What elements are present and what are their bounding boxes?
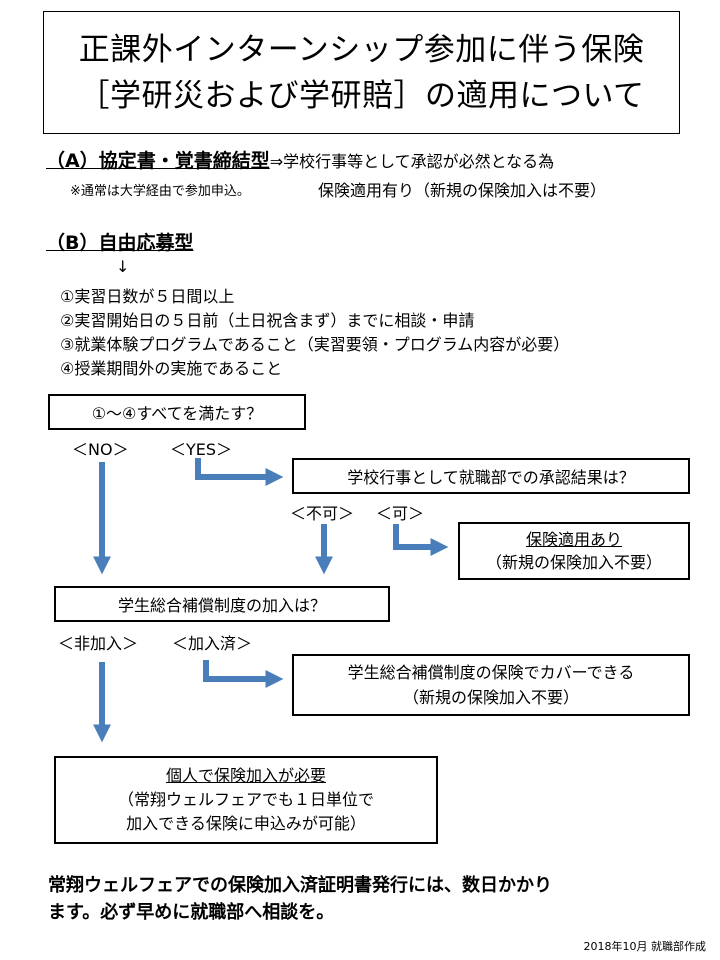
title-line-1: 正課外インターンシップ参加に伴う保険	[78, 31, 645, 68]
section-a-result: 保険適用有り（新規の保険加入は不要）	[318, 181, 607, 200]
label-yes: ＜YES＞	[170, 440, 233, 459]
result-1-sub: （新規の保険加入不要）	[485, 553, 662, 572]
result-3-line-3: 加入できる保険に申込みが可能）	[126, 814, 366, 833]
label-not-joined: ＜非加入＞	[58, 634, 139, 653]
credit-text: 2018年10月 就職部作成	[583, 940, 707, 953]
section-a-row: （A）協定書・覚書締結型⇒学校行事等として承認が必然となる為	[46, 146, 554, 173]
section-a-heading: （A）協定書・覚書締結型	[46, 150, 270, 172]
title-line-2: ［学研災および学研賠］の適用について	[78, 77, 645, 114]
label-joined: ＜加入済＞	[172, 634, 253, 653]
condition-3: ③就業体験プログラムであること（実習要領・プログラム内容が必要）	[60, 335, 570, 354]
label-approved: ＜可＞	[376, 504, 425, 523]
title-box: 正課外インターンシップ参加に伴う保険 ［学研災および学研賠］の適用について	[43, 11, 680, 134]
footer-line-2: ます。必ず早めに就職部へ相談を。	[48, 902, 335, 923]
arrow-yes-right	[195, 458, 284, 486]
question-box-2: 学校行事として就職部での承認結果は？	[292, 458, 690, 494]
question-3-text: 学生総合補償制度の加入は？	[117, 596, 326, 615]
label-no: ＜NO＞	[72, 440, 129, 459]
condition-1: ①実習日数が５日間以上	[60, 287, 235, 306]
section-a-desc: ⇒学校行事等として承認が必然となる為	[269, 152, 555, 171]
question-box-3: 学生総合補償制度の加入は？	[54, 586, 390, 622]
condition-2: ②実習開始日の５日前（土日祝含まず）までに相談・申請	[60, 311, 475, 330]
footer-line-1: 常翔ウェルフェアでの保険加入済証明書発行には、数日かかり	[48, 875, 552, 896]
question-box-1: ①～④すべてを満たす？	[48, 394, 306, 430]
result-box-insured: 保険適用あり （新規の保険加入不要）	[458, 522, 690, 580]
footer-note: 常翔ウェルフェアでの保険加入済証明書発行には、数日かかり ます。必ず早めに就職部…	[48, 872, 552, 926]
down-arrow-glyph: ↓	[116, 257, 130, 276]
section-a-note: ※通常は大学経由で参加申込。	[70, 184, 250, 199]
question-2-text: 学校行事として就職部での承認結果は？	[347, 468, 635, 487]
result-3-title: 個人で保険加入が必要	[165, 766, 326, 785]
label-not-approved: ＜不可＞	[290, 504, 355, 523]
result-2-line-2: （新規の保険加入不要）	[402, 688, 579, 707]
result-3-line-2: （常翔ウェルフェアでも１日単位で	[117, 790, 374, 809]
result-1-title: 保険適用あり	[525, 530, 622, 549]
question-1-text: ①～④すべてを満たす？	[91, 404, 263, 423]
condition-4: ④授業期間外の実施であること	[60, 359, 283, 378]
section-b-heading: （B）自由応募型	[46, 232, 194, 254]
arrow-ok-right	[393, 524, 449, 556]
result-box-individual: 個人で保険加入が必要 （常翔ウェルフェアでも１日単位で 加入できる保険に申込みが…	[54, 756, 438, 844]
result-box-covered: 学生総合補償制度の保険でカバーできる （新規の保険加入不要）	[292, 654, 690, 716]
arrow-joined-right	[203, 660, 284, 688]
result-2-line-1: 学生総合補償制度の保険でカバーできる	[347, 663, 635, 682]
